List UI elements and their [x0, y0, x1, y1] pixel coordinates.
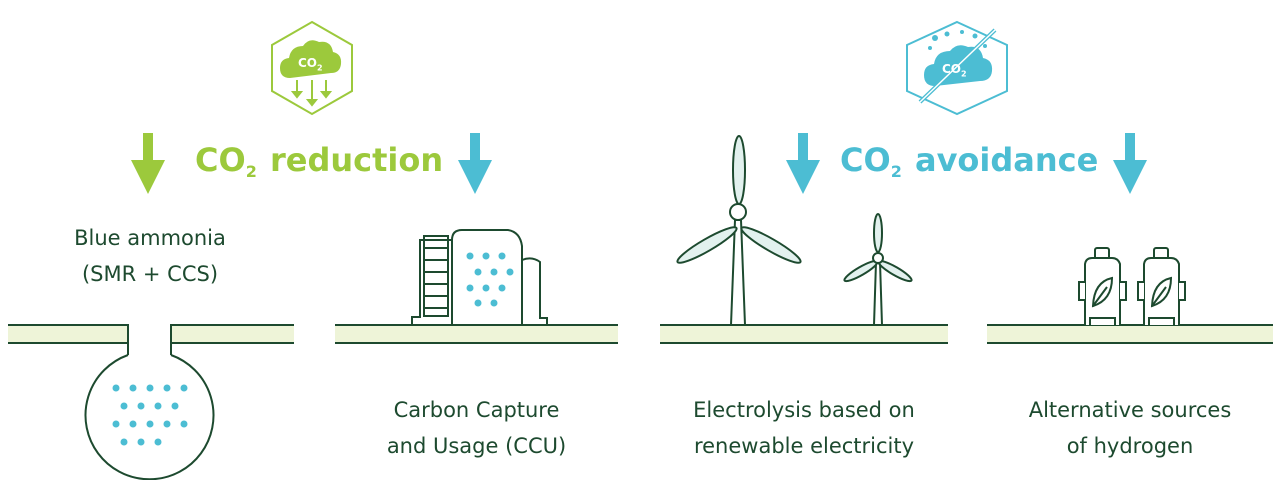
wind-turbine-small-icon [843, 213, 913, 326]
hydrogen-tank-right-icon [1137, 247, 1186, 325]
badge-sub: 2 [961, 69, 967, 79]
badge-co: CO [942, 62, 962, 76]
badge-co: CO [298, 56, 318, 70]
cloud-icon [280, 40, 342, 78]
heading-co: CO [195, 141, 246, 179]
particles-icon [928, 30, 987, 50]
co2-reduction-badge [271, 20, 353, 116]
reduction-badge-text: CO2 [298, 56, 323, 72]
label-line-1: Carbon Capture [393, 398, 560, 422]
down-arrow-lime-1 [131, 133, 165, 194]
co2-reduction-heading: CO2 reduction [195, 140, 443, 192]
label-electrolysis: Electrolysis based on renewable electric… [655, 392, 953, 464]
label-line-1: Alternative sources [1028, 398, 1232, 422]
label-line-2: and Usage (CCU) [386, 434, 567, 458]
ground-strip-1 [8, 324, 294, 480]
heading-rest: avoidance [903, 141, 1099, 179]
label-blue-ammonia: Blue ammonia (SMR + CCS) [30, 220, 270, 292]
ground-strip-4 [987, 324, 1273, 344]
down-arrow-cyan-2 [458, 133, 492, 194]
label-line-2: of hydrogen [1066, 434, 1194, 458]
heading-rest: reduction [258, 141, 444, 179]
label-line-2: (SMR + CCS) [81, 262, 219, 286]
ground-strip-2 [335, 324, 618, 344]
label-line-1: Blue ammonia [74, 226, 226, 250]
wind-turbine-large-icon [676, 135, 802, 326]
label-line-2: renewable electricity [693, 434, 915, 458]
down-arrows-icon [290, 80, 333, 107]
down-arrow-cyan-3 [786, 133, 820, 194]
hydrogen-tank-left-icon [1078, 247, 1127, 325]
avoidance-badge-text: CO2 [942, 62, 967, 78]
down-arrow-cyan-4 [1113, 133, 1147, 194]
reservoir-co2-dots [112, 384, 188, 446]
capture-plant-icon [411, 229, 548, 325]
badge-sub: 2 [317, 63, 323, 73]
label-line-1: Electrolysis based on [693, 398, 915, 422]
heading-co: CO [840, 141, 891, 179]
label-ccu: Carbon Capture and Usage (CCU) [335, 392, 618, 464]
heading-sub: 2 [890, 162, 902, 181]
label-alternative: Alternative sources of hydrogen [985, 392, 1275, 464]
co2-avoidance-heading: CO2 avoidance [840, 140, 1098, 192]
co2-avoidance-badge [906, 20, 1008, 116]
storage-reservoir-icon [84, 354, 215, 480]
ground-strip-3 [660, 324, 948, 344]
heading-sub: 2 [245, 162, 257, 181]
plant-co2-dots [466, 252, 514, 307]
